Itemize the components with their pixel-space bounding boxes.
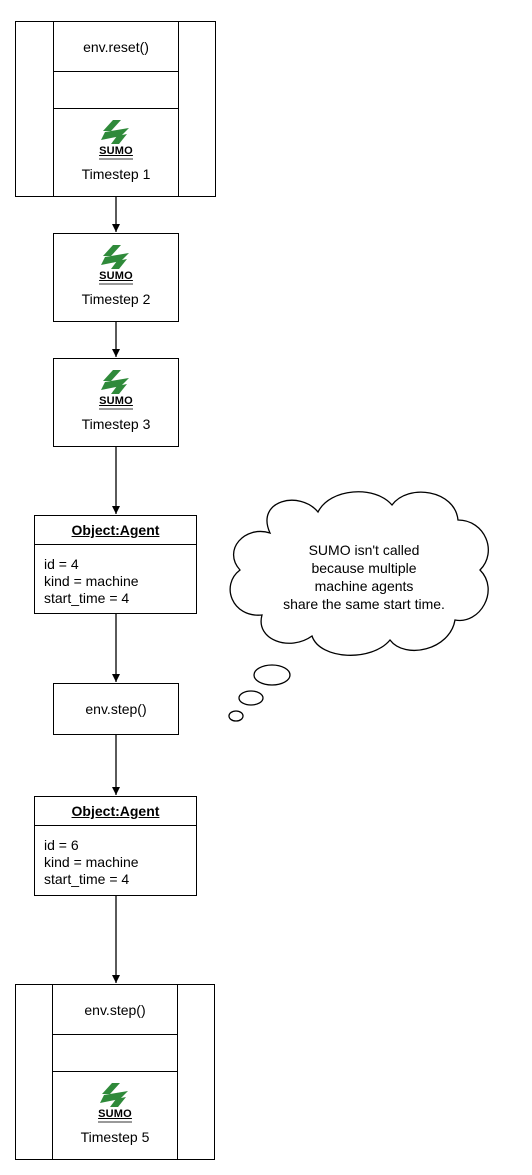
agent-1-attributes: id = 4 kind = machine start_time = 4	[44, 556, 139, 607]
agent-object-1: Object:Agent id = 4 kind = machine start…	[34, 515, 197, 614]
sumo-wordmark: SUMO	[99, 145, 133, 157]
agent-1-start-time: start_time = 4	[44, 590, 130, 606]
reset-box: env.reset()	[53, 21, 179, 72]
sumo-tagline	[98, 1121, 132, 1123]
thought-bubble-text: SUMO isn't called because multiple machi…	[268, 541, 460, 613]
sumo-logo-icon	[100, 1083, 128, 1107]
timestep-3-label: Timestep 3	[81, 416, 151, 432]
thought-line-4: share the same start time.	[283, 596, 445, 612]
sumo-tagline	[99, 283, 133, 285]
timestep-1-label: Timestep 1	[81, 166, 151, 182]
thought-dot-large	[253, 664, 291, 686]
timestep-5-label: Timestep 5	[80, 1129, 150, 1145]
step-box-2: env.step()	[52, 984, 178, 1035]
step-1-label: env.step()	[85, 701, 147, 717]
step-2-label: env.step()	[84, 1001, 146, 1018]
timestep-2-box: SUMO Timestep 2	[53, 233, 179, 322]
agent-object-2: Object:Agent id = 6 kind = machine start…	[34, 796, 197, 896]
thought-dot-small	[228, 710, 244, 722]
sumo-wordmark: SUMO	[99, 270, 133, 282]
sumo-tagline	[99, 158, 133, 160]
agent-2-start-time: start_time = 4	[44, 871, 130, 887]
thought-line-2: because multiple	[311, 560, 417, 576]
thought-cloud	[228, 491, 489, 722]
sumo-logo-icon	[101, 245, 129, 269]
agent-2-title: Object:Agent	[35, 797, 196, 826]
agent-1-id: id = 4	[44, 556, 79, 572]
sumo-logo: SUMO	[98, 1082, 132, 1123]
thought-line-3: machine agents	[314, 578, 414, 594]
sumo-tagline	[99, 408, 133, 410]
timestep-3-box: SUMO Timestep 3	[53, 358, 179, 447]
sumo-logo-icon	[101, 120, 129, 144]
agent-1-title: Object:Agent	[35, 516, 196, 545]
agent-2-attributes: id = 6 kind = machine start_time = 4	[44, 837, 139, 888]
thought-line-1: SUMO isn't called	[308, 542, 420, 558]
sumo-logo: SUMO	[99, 244, 133, 285]
timestep-5-box: SUMO Timestep 5	[52, 1071, 178, 1160]
timestep-1-box: SUMO Timestep 1	[53, 108, 179, 197]
sumo-logo: SUMO	[99, 369, 133, 410]
thought-dot-medium	[238, 690, 264, 706]
agent-2-kind: kind = machine	[44, 854, 139, 870]
sumo-logo: SUMO	[99, 119, 133, 160]
sumo-logo-icon	[101, 370, 129, 394]
step-box-1: env.step()	[53, 683, 179, 735]
agent-1-kind: kind = machine	[44, 573, 139, 589]
sumo-wordmark: SUMO	[98, 1108, 132, 1120]
timestep-2-label: Timestep 2	[81, 291, 151, 307]
sumo-wordmark: SUMO	[99, 395, 133, 407]
agent-2-id: id = 6	[44, 837, 79, 853]
reset-label: env.reset()	[83, 38, 149, 55]
